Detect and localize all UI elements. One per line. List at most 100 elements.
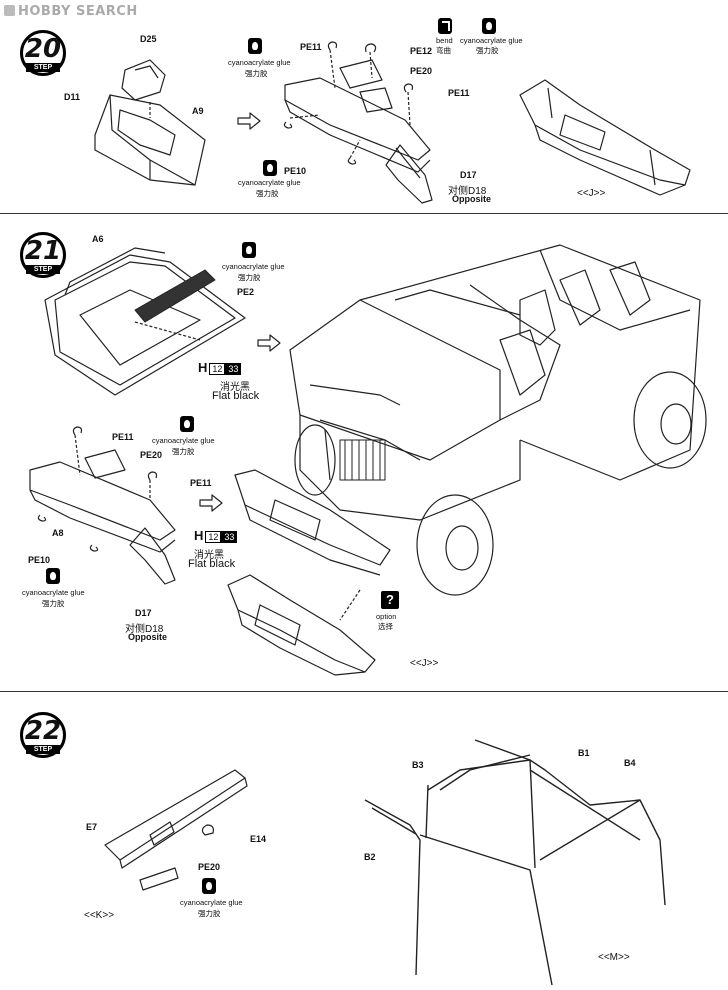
pe12-hook bbox=[365, 43, 377, 53]
glue-icon bbox=[263, 160, 277, 176]
pe11-hook-b bbox=[403, 83, 414, 93]
opposite-label-en: Opposite bbox=[452, 194, 492, 204]
watermark-text: HOBBY SEARCH bbox=[18, 4, 138, 19]
watermark-logo-icon bbox=[4, 5, 15, 16]
glue-label-en: cyanoacrylate glue bbox=[228, 58, 291, 67]
truck-grille-drawing bbox=[339, 439, 386, 481]
step-21-badge: 21 STEP bbox=[20, 232, 66, 278]
step-22-word: STEP bbox=[26, 745, 60, 754]
d25-part-drawing bbox=[121, 59, 166, 101]
d11-frame-drawing bbox=[94, 94, 206, 186]
step-21-word: STEP bbox=[26, 265, 60, 274]
glue-label-zh: 强力胶 bbox=[256, 189, 279, 198]
label-d25: D25 bbox=[140, 34, 157, 44]
label-pe10: PE10 bbox=[284, 166, 307, 176]
pe2-vent-drawing bbox=[134, 269, 216, 323]
paint-letter: H bbox=[198, 360, 208, 375]
subassembly-j-label: <<J>> bbox=[410, 658, 439, 669]
truck-front-bumper-drawing bbox=[234, 469, 391, 576]
label-b2: B2 bbox=[364, 852, 376, 862]
glue-label-zh: 强力胶 bbox=[198, 909, 221, 918]
label-a9: A9 bbox=[192, 106, 204, 116]
bend-label-en: bend bbox=[436, 36, 453, 45]
label-pe12: PE12 bbox=[410, 46, 433, 56]
bumper-parts-drawing-21 bbox=[29, 449, 176, 585]
option-question-icon: ? bbox=[381, 591, 399, 609]
paint-label-en: Flat black bbox=[212, 390, 260, 402]
option-label-en: option bbox=[376, 612, 397, 621]
label-pe10: PE10 bbox=[28, 555, 51, 565]
step-20-badge: 20 STEP bbox=[20, 30, 66, 76]
label-a6: A6 bbox=[92, 234, 104, 244]
rollcage-drawing bbox=[364, 739, 666, 986]
e7-part-drawing bbox=[104, 769, 248, 869]
paint-code-2: 33 bbox=[221, 531, 238, 543]
glue-label-zh: 强力胶 bbox=[476, 46, 499, 55]
pe11-hook-a bbox=[327, 41, 338, 51]
label-pe20: PE20 bbox=[198, 862, 221, 872]
glue-label-en: cyanoacrylate glue bbox=[152, 436, 215, 445]
pe10-hook-a bbox=[283, 121, 293, 129]
opposite-label-zh: 对侧D18 bbox=[448, 186, 487, 197]
paint-label-zh: 消光黑 bbox=[194, 550, 224, 561]
glue-label-zh: 强力胶 bbox=[238, 273, 261, 282]
glue-icon bbox=[242, 242, 256, 258]
label-d11: D11 bbox=[64, 92, 81, 102]
glue-label-en: cyanoacrylate glue bbox=[180, 898, 243, 907]
label-pe20: PE20 bbox=[140, 450, 163, 460]
arrow-step21-hood bbox=[257, 334, 281, 352]
label-e7: E7 bbox=[86, 822, 98, 832]
subassembly-k-label: <<K>> bbox=[84, 910, 115, 921]
glue-label-en: cyanoacrylate glue bbox=[238, 178, 301, 187]
arrow-step21-bumper bbox=[199, 494, 223, 512]
step-21-panel bbox=[0, 214, 728, 692]
label-b4: B4 bbox=[624, 758, 636, 768]
arrow-step20 bbox=[237, 112, 261, 130]
glue-icon bbox=[46, 568, 60, 584]
option-label-zh: 选择 bbox=[378, 622, 393, 631]
bend-label-zh: 弯曲 bbox=[436, 46, 451, 55]
glue-label-zh: 强力胶 bbox=[245, 69, 268, 78]
pe10-hook-b bbox=[347, 157, 357, 165]
paint-letter: H bbox=[194, 528, 204, 543]
paint-code-2: 33 bbox=[225, 363, 242, 375]
glue-label-zh: 强力胶 bbox=[172, 447, 195, 456]
subassembly-m-label: <<M>> bbox=[598, 952, 630, 963]
label-d17: D17 bbox=[135, 608, 152, 618]
label-b1: B1 bbox=[578, 748, 590, 758]
paint-code-1: 12 bbox=[209, 363, 226, 375]
e14-part-drawing bbox=[201, 824, 214, 836]
label-d17: D17 bbox=[460, 170, 477, 180]
label-b3: B3 bbox=[412, 760, 424, 770]
assembled-bumper-20 bbox=[519, 79, 691, 196]
glue-icon bbox=[180, 416, 194, 432]
truck-wheels-drawing bbox=[294, 371, 707, 596]
glue-label-en: cyanoacrylate glue bbox=[222, 262, 285, 271]
step-20-word: STEP bbox=[26, 63, 60, 72]
opposite-label-en: Opposite bbox=[128, 632, 168, 642]
glue-icon bbox=[482, 18, 496, 34]
glue-label-en: cyanoacrylate glue bbox=[460, 36, 523, 45]
step-22-badge: 22 STEP bbox=[20, 712, 66, 758]
label-pe20: PE20 bbox=[410, 66, 433, 76]
glue-label-en: cyanoacrylate glue bbox=[22, 588, 85, 597]
paint-code-1: 12 bbox=[205, 531, 222, 543]
step-20-panel bbox=[0, 0, 728, 214]
paint-label-en: Flat black bbox=[188, 558, 236, 570]
glue-icon bbox=[202, 878, 216, 894]
label-pe11: PE11 bbox=[300, 42, 322, 52]
label-pe11-b: PE11 bbox=[448, 88, 470, 98]
opposite-label-zh: 对侧D18 bbox=[125, 624, 164, 635]
bend-icon bbox=[438, 18, 452, 34]
glue-icon bbox=[248, 38, 262, 54]
bumper-parts-drawing-20 bbox=[284, 59, 433, 204]
step-21-number: 21 bbox=[24, 236, 62, 266]
watermark: HOBBY SEARCH bbox=[4, 4, 138, 19]
paint-label-zh: 消光黑 bbox=[220, 382, 250, 393]
step-22-number: 22 bbox=[24, 716, 62, 746]
subassembly-j-label: <<J>> bbox=[577, 188, 606, 199]
label-a8: A8 bbox=[52, 528, 64, 538]
